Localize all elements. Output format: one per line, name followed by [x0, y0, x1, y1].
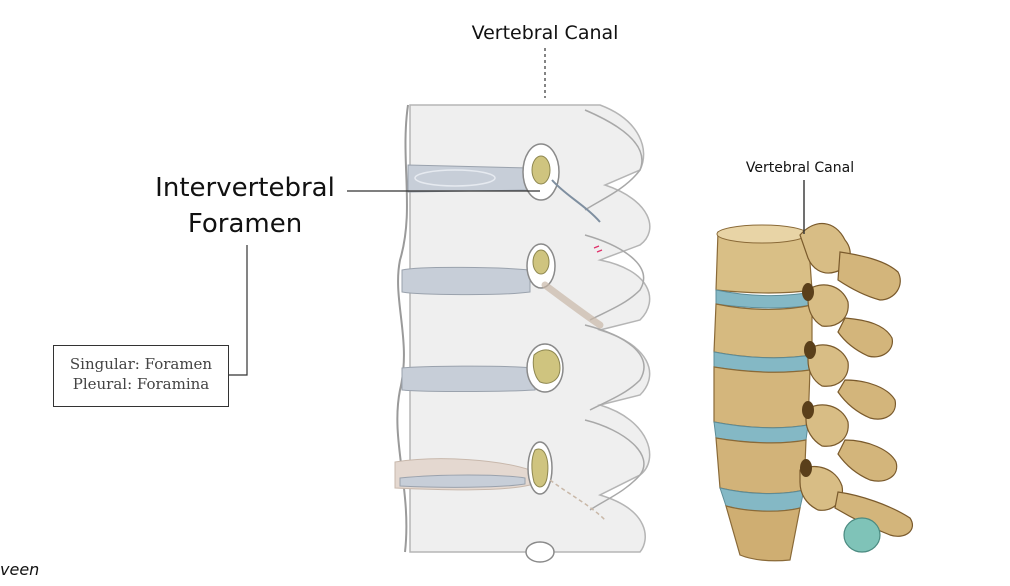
vertebral-body-1-top: [716, 224, 808, 244]
vertebral-body-4: [715, 437, 807, 495]
pedicle-lamina-5: [799, 465, 844, 511]
pedicle-lamina-4: [805, 404, 849, 447]
spine-3d-illustration: [713, 222, 913, 562]
foramen-2-nerve: [532, 249, 550, 275]
disc-4-core: [399, 474, 526, 488]
spinous-process-2: [584, 234, 645, 321]
foramen-3d-3: [802, 401, 814, 419]
disc-1: [407, 164, 534, 193]
intervertebral-line: Intervertebral: [155, 173, 335, 203]
singular-plural-box: Singular: Foramen Pleural: Foramina: [53, 345, 229, 407]
ligament-2: [541, 281, 604, 329]
singular-text: Singular: Foramen: [69, 355, 213, 373]
spinous-process-3: [584, 324, 645, 411]
ligament-4: [549, 479, 606, 521]
disc-3: [401, 365, 536, 392]
spinous-proc-4: [837, 439, 898, 482]
vertebral-body-5: [725, 505, 801, 562]
disc-2: [401, 266, 531, 296]
foramen-line: Foramen: [187, 209, 303, 239]
pedicle-lamina-2: [807, 284, 849, 327]
foramen-5-partial: [525, 541, 555, 563]
vertebral-body-2: [713, 303, 813, 359]
plural-text: Pleural: Foramina: [72, 375, 210, 393]
spinous-proc-2: [837, 317, 894, 358]
disc-1-nucleus: [414, 169, 496, 187]
spinous-process-1: [584, 109, 643, 211]
vertebral-canal-right-label: Vertebral Canal: [745, 160, 855, 176]
stray-text-fragment: veen: [0, 560, 40, 579]
foramen-4-nerve: [531, 448, 549, 488]
foramen-3d-4: [800, 459, 812, 477]
foramen-box-connector: [228, 245, 248, 376]
foramen-3d-1: [802, 283, 814, 301]
pedicle-lamina-3: [807, 344, 849, 387]
spinous-proc-3: [837, 379, 897, 420]
foramen-3d-2: [804, 341, 816, 359]
foramen-1-nerve: [531, 155, 551, 185]
red-mark: [593, 245, 603, 253]
spinous-process-4: [584, 419, 645, 511]
intervertebral-foramen-label: Intervertebral Foramen: [150, 170, 340, 242]
vertebral-body-3: [713, 366, 811, 429]
vertebral-canal-top-label: Vertebral Canal: [471, 22, 619, 44]
nerve-branch-1: [551, 179, 601, 223]
spinous-proc-1: [837, 251, 901, 301]
lateral-spine-illustration: [394, 104, 651, 563]
foramen-3-nerve: [532, 349, 561, 384]
sacral-nub: [843, 517, 881, 553]
